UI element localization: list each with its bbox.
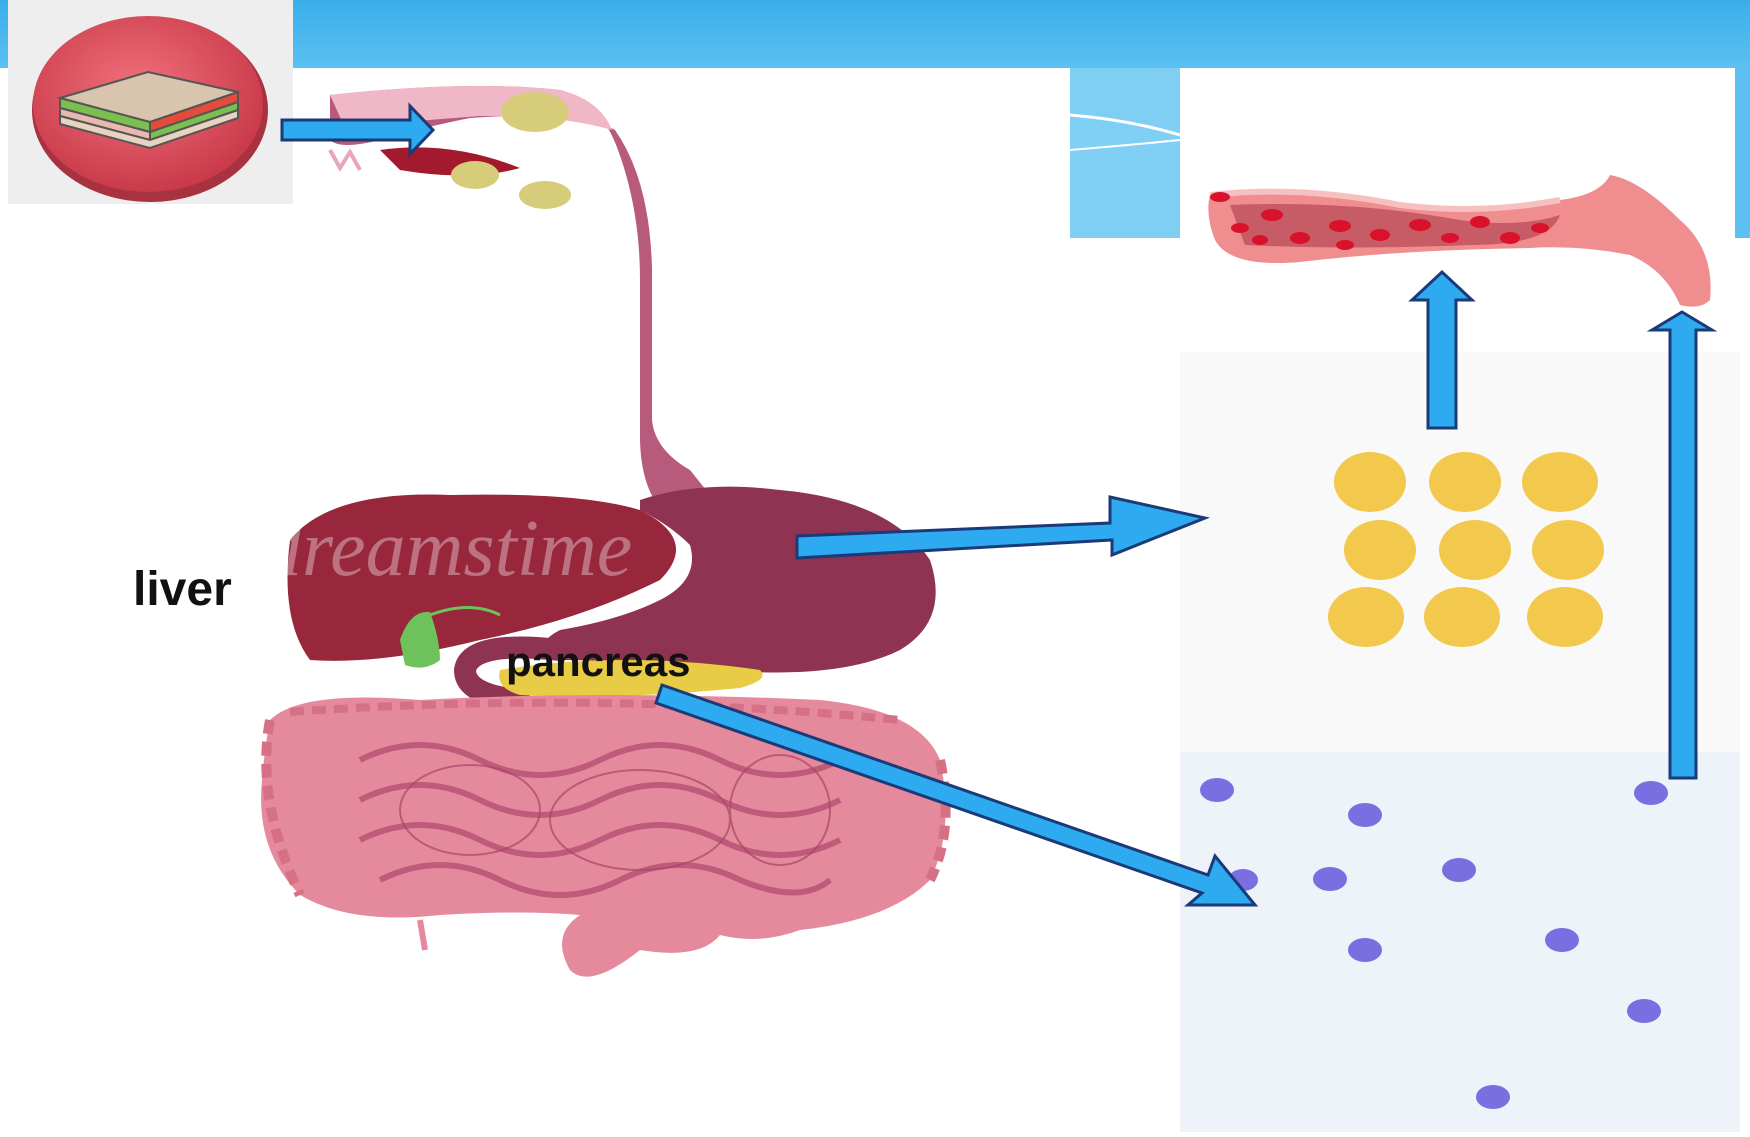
sandwich-icon: [8, 0, 293, 204]
fat-droplets: [1328, 452, 1604, 647]
glucose-panel: [1180, 752, 1740, 1132]
watermark-text: dreamstime: [262, 505, 632, 593]
header-band-wave: [1070, 68, 1180, 238]
liver-label: liver: [133, 562, 232, 617]
pancreas-label: pancreas: [506, 638, 690, 686]
